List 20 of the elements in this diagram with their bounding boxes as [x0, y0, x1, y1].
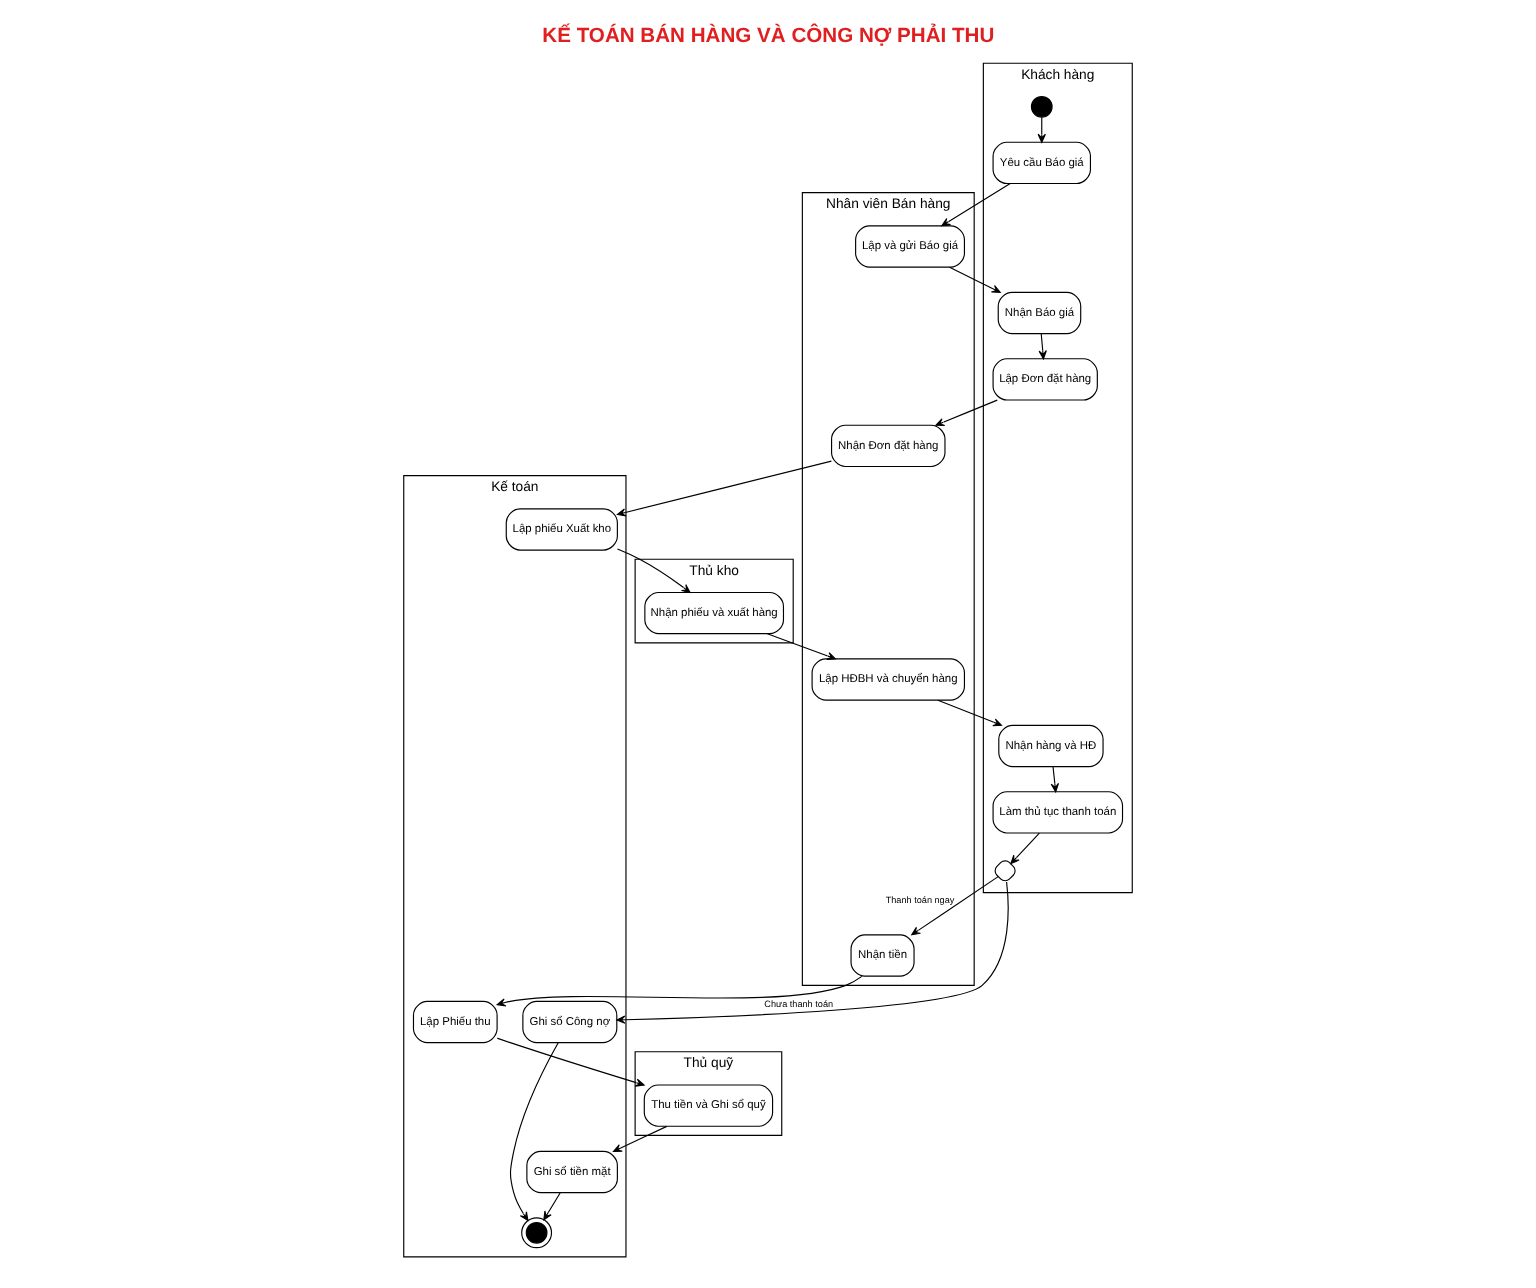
node-circle — [1030, 95, 1053, 118]
arrow — [543, 1192, 561, 1221]
arrow — [496, 1037, 645, 1087]
arrow — [496, 975, 863, 1007]
node-diamond — [994, 860, 1016, 882]
arrow — [1010, 832, 1040, 865]
arrow — [937, 699, 1003, 727]
arrow — [941, 182, 1011, 227]
arrow — [612, 1125, 668, 1152]
arrow — [766, 633, 836, 661]
arrow — [509, 1042, 559, 1221]
arrow — [616, 460, 832, 517]
arrow — [1050, 766, 1059, 793]
arrow — [616, 881, 1009, 1024]
arrow — [616, 548, 691, 593]
arrow — [935, 399, 998, 427]
diagram-title: KẾ TOÁN BÁN HÀNG VÀ CÔNG NỢ PHẢI THU — [542, 25, 995, 48]
arrow — [911, 876, 999, 936]
arrow — [1038, 333, 1047, 360]
arrow — [949, 266, 1001, 293]
